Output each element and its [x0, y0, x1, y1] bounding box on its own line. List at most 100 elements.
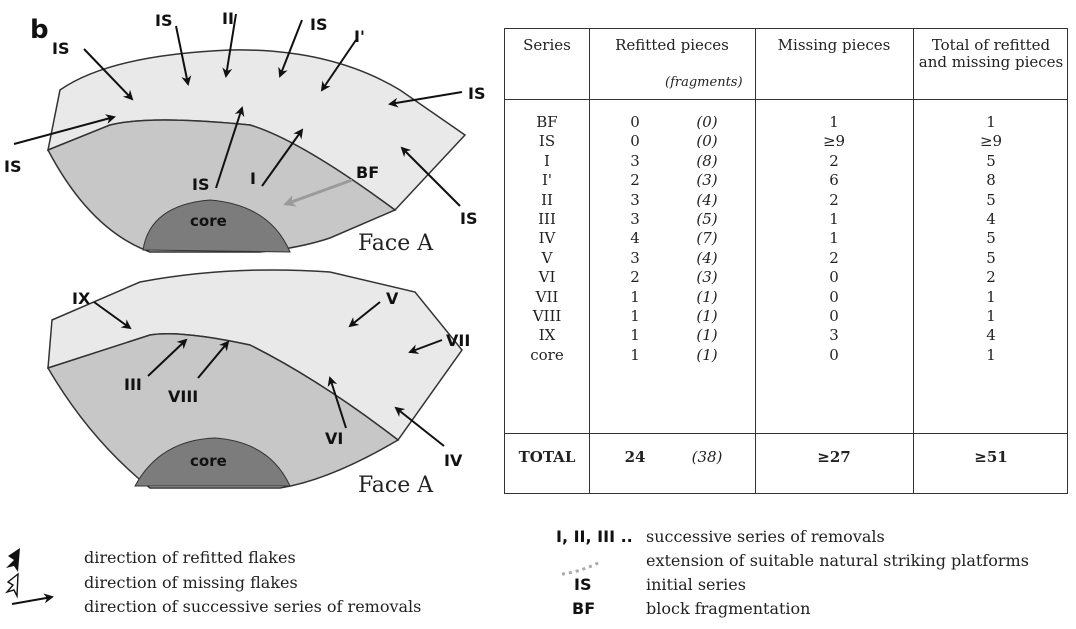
cell-missing: 3 — [829, 326, 839, 345]
top-arrow-is-left — [83, 48, 134, 101]
legend-series-text: successive series of removals — [646, 527, 885, 546]
cell-total: 2 — [986, 268, 996, 287]
top-arrow-is-right — [388, 91, 463, 108]
cell-missing: 0 — [829, 268, 839, 287]
cell-total: 4 — [986, 209, 996, 228]
table-row: VII 1 (1) 0 1 — [505, 288, 1067, 307]
cell-total: 4 — [986, 326, 996, 345]
cell-fragments: (1) — [696, 287, 718, 306]
top-arrow-is-lowright — [400, 146, 461, 207]
top-arrow-is-top2 — [278, 19, 303, 78]
cell-fragments: (7) — [696, 229, 718, 248]
cell-series: VIII — [532, 306, 562, 325]
bottom-arrow-ix — [93, 301, 132, 330]
cell-series: VI — [538, 268, 556, 287]
cell-total: ≥9 — [979, 132, 1003, 151]
bottom-arrow-vii — [408, 339, 443, 354]
cell-refitted: 1 — [630, 287, 640, 306]
top-core — [142, 199, 291, 253]
table-total-row: TOTAL 24 (38) ≥27 ≥51 — [505, 437, 1067, 495]
label-is-3: IS — [310, 15, 327, 34]
label-ii: II — [222, 9, 234, 28]
bottom-face-label: Face A — [358, 473, 434, 498]
cell-series: V — [541, 248, 553, 267]
cell-missing: 2 — [829, 248, 839, 267]
top-arrow-is-top1 — [175, 25, 192, 86]
series-table: Series Refitted pieces (fragments) Missi… — [504, 28, 1068, 494]
label-vi: VI — [325, 429, 343, 448]
cell-fragments: (1) — [696, 306, 718, 325]
legend-bf-symbol: BF — [572, 599, 596, 618]
cell-series: II — [541, 190, 553, 209]
legend-symbols — [4, 548, 601, 605]
cell-series: VII — [535, 287, 559, 306]
cell-series: IV — [538, 229, 556, 248]
label-iii: III — [124, 375, 142, 394]
top-core-label: core — [190, 212, 227, 230]
bottom-core — [134, 437, 291, 487]
top-arrow-bf — [283, 178, 353, 207]
cell-missing: 6 — [829, 171, 839, 190]
refitted-flake-arrow-icon — [6, 548, 20, 572]
label-iv: IV — [444, 451, 463, 470]
label-ix: IX — [72, 289, 91, 308]
cell-series: I' — [541, 171, 553, 190]
successive-series-arrow-icon — [11, 593, 54, 605]
total-total: ≥51 — [974, 448, 1008, 466]
cell-total: 1 — [986, 113, 996, 131]
cell-refitted: 1 — [630, 345, 640, 364]
cell-missing: ≥9 — [822, 132, 846, 151]
cell-series: core — [530, 345, 564, 364]
header-total-line1: Total of refitted — [931, 36, 1051, 54]
missing-flake-arrow-icon — [4, 572, 19, 599]
label-i-prime: I' — [354, 27, 365, 46]
cell-series: BF — [536, 113, 558, 131]
cell-refitted: 4 — [630, 229, 640, 248]
table-header-divider — [505, 99, 1067, 100]
bottom-arrow-viii — [197, 340, 230, 379]
top-lower-surface — [46, 119, 397, 253]
label-is-2: IS — [155, 11, 172, 30]
cell-refitted: 3 — [630, 248, 640, 267]
top-arrow-is-center — [215, 106, 245, 189]
top-block: core Face A IS IS II IS I' IS IS IS I BF… — [4, 9, 485, 256]
cell-missing: 1 — [829, 229, 839, 248]
cell-total: 1 — [986, 287, 996, 306]
cell-missing: 2 — [829, 190, 839, 209]
label-is-1: IS — [52, 39, 69, 58]
top-arrow-i-prime — [320, 39, 357, 92]
striking-platform-dots-icon — [561, 560, 601, 576]
cell-total: 5 — [986, 190, 996, 209]
legend-is-text: initial series — [646, 575, 746, 594]
label-is-6: IS — [192, 175, 209, 194]
cell-series: IS — [538, 132, 556, 151]
legend-extension-text: extension of suitable natural striking p… — [646, 551, 1029, 570]
legend-bf-text: block fragmentation — [646, 599, 811, 618]
cell-fragments: (4) — [696, 248, 718, 267]
bottom-core-label: core — [190, 452, 227, 470]
legend-successive-series: direction of successive series of remova… — [84, 597, 422, 616]
label-v: V — [386, 289, 399, 308]
cell-refitted: 2 — [630, 268, 640, 287]
top-arrow-ii — [222, 13, 237, 78]
cell-missing: 0 — [829, 287, 839, 306]
cell-refitted: 3 — [630, 151, 640, 170]
cell-refitted: 0 — [630, 113, 640, 131]
table-col-divider — [913, 29, 914, 493]
cell-missing: 1 — [829, 113, 839, 131]
bottom-block: core Face A IX V VII III VIII VI IV — [46, 269, 470, 498]
top-face-label: Face A — [358, 231, 434, 256]
legend-is-symbol: IS — [574, 575, 592, 594]
cell-series: IX — [538, 326, 556, 345]
